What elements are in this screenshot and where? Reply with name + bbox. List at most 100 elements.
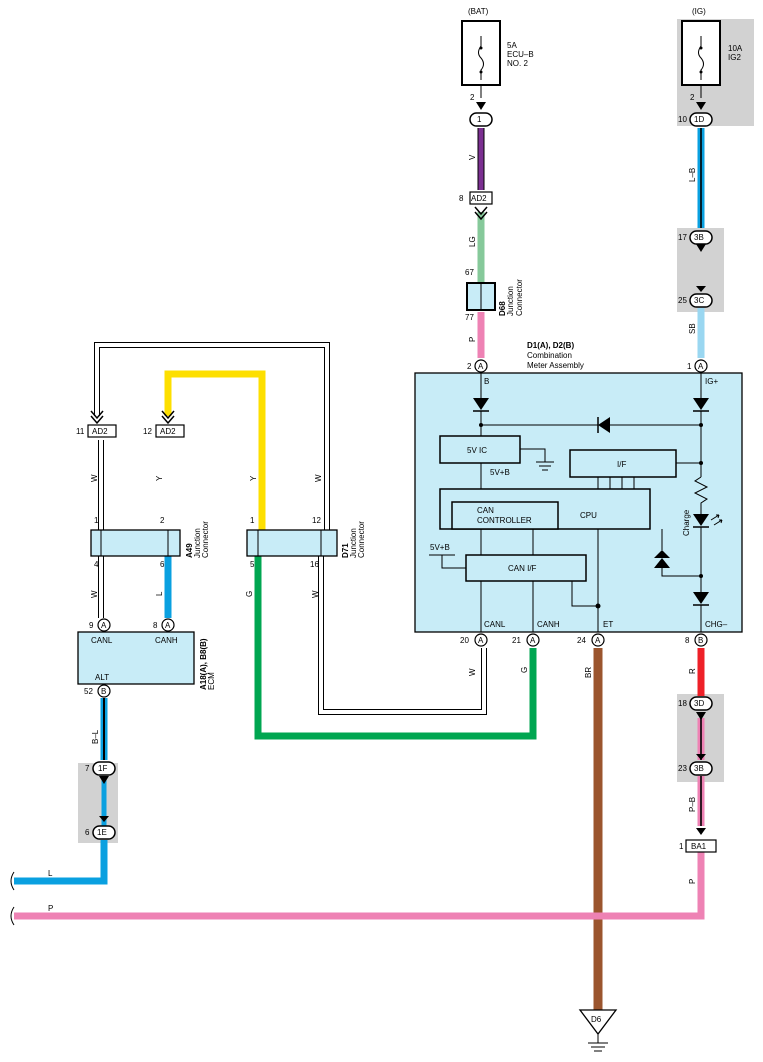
ecm-pin-canl: A — [97, 618, 111, 632]
connector-ad2-top-id: AD2 — [471, 194, 487, 203]
d71-pin-1: 1 — [250, 516, 255, 525]
connector-ad2-left1-pin: 11 — [76, 427, 85, 436]
svg-text:A: A — [530, 636, 536, 645]
d68-id: D68 — [498, 301, 507, 316]
meter-can-controller-1: CAN — [477, 506, 494, 515]
ground-d6 — [578, 1009, 618, 1052]
meter-pin-chg-number: 8 — [685, 636, 690, 645]
meter-pin-et: A — [591, 633, 605, 647]
meter-internal-circuit — [429, 372, 723, 632]
svg-text:B: B — [101, 687, 106, 696]
d71-name2: Connector — [357, 521, 366, 558]
wire-label-y-1: Y — [155, 475, 164, 481]
a49-id: A49 — [185, 543, 194, 558]
meter-title: D1(A), D2(B) — [527, 341, 574, 350]
wire-label-lb: L–B — [688, 168, 697, 182]
wire-label-w-3: W — [90, 590, 99, 598]
meter-pin-canh: A — [526, 633, 540, 647]
connector-1d-pin: 10 — [678, 115, 687, 124]
wire-break-l — [10, 871, 15, 891]
fuse-ig-rating: 10A — [728, 44, 743, 53]
connector-3c-id: 3C — [694, 296, 704, 305]
wire-label-r: R — [688, 668, 697, 674]
svg-text:A: A — [698, 362, 704, 371]
d68-name2: Connector — [515, 279, 524, 316]
wire-label-w-1: W — [90, 474, 99, 482]
d71-pin-5: 5 — [250, 560, 255, 569]
ecm-pin-canl-number: 9 — [89, 621, 94, 630]
connector-ad2-top — [469, 191, 493, 205]
connector-1f-id: 1F — [98, 764, 107, 773]
connector-3d — [689, 696, 713, 711]
wire-label-g-2: G — [520, 667, 529, 673]
wire-label-w-4: W — [311, 590, 320, 598]
meter-pin-igplus-label: IG+ — [705, 377, 718, 386]
ecm-pin-canh-number: 8 — [153, 621, 158, 630]
wire-label-w-5: W — [468, 668, 477, 676]
wire-label-p-top: P — [468, 337, 477, 342]
meter-pin-chg: B — [694, 633, 708, 647]
connector-1e — [92, 825, 116, 840]
meter-pin-igplus-number: 1 — [687, 362, 692, 371]
oval-connector-1 — [469, 112, 493, 127]
svg-text:A: A — [165, 621, 171, 630]
d68-pin-out: 77 — [465, 313, 474, 322]
meter-name1: Combination — [527, 351, 572, 360]
meter-pin-et-number: 24 — [577, 636, 586, 645]
wire-w-left — [94, 342, 330, 530]
wire-p-bottom — [14, 852, 705, 920]
meter-name2: Meter Assembly — [527, 361, 584, 370]
d68-name1: Junction — [506, 286, 515, 316]
connector-ad2-left2-pin: 12 — [143, 427, 152, 436]
svg-text:A: A — [595, 636, 601, 645]
meter-pin-b: A — [474, 359, 488, 373]
connector-3d-pin: 18 — [678, 699, 687, 708]
wire-label-lg: LG — [468, 236, 477, 247]
connector-3c-pin: 25 — [678, 296, 687, 305]
connector-ad2-left2-id: AD2 — [160, 427, 176, 436]
d71-pin-12: 12 — [312, 516, 321, 525]
wire-w-d71 — [318, 556, 487, 715]
d68-pin-in: 67 — [465, 268, 474, 277]
connector-ad2-left1-id: AD2 — [92, 427, 108, 436]
a49-name1: Junction — [193, 528, 202, 558]
meter-5v-ic-out: 5V+B — [490, 468, 510, 477]
wire-label-sb: SB — [688, 323, 697, 334]
fuse-ig — [681, 20, 721, 98]
ecm-pin-alt-label: ALT — [95, 673, 109, 682]
d71-pin-16: 16 — [310, 560, 319, 569]
connector-3b-top-pin: 17 — [678, 233, 687, 242]
meter-can-if: CAN I/F — [508, 564, 537, 573]
ecm-pin-canl-label: CANL — [91, 636, 113, 645]
meter-can-controller-2: CONTROLLER — [477, 516, 532, 525]
ecm-pin-canh-label: CANH — [155, 636, 178, 645]
fuse-ig-pin: 2 — [690, 93, 695, 102]
connector-3d-id: 3D — [694, 699, 704, 708]
svg-text:B: B — [698, 636, 703, 645]
a49-pin-1: 1 — [94, 516, 99, 525]
connector-3b-bottom-id: 3B — [694, 764, 704, 773]
connector-1e-id: 1E — [97, 828, 107, 837]
meter-if: I/F — [617, 460, 626, 469]
wire-break-p — [10, 906, 15, 926]
wire-label-y-2: Y — [249, 475, 258, 481]
ecm-box — [77, 631, 195, 685]
connector-3b-top-id: 3B — [694, 233, 704, 242]
connector-1f — [92, 761, 116, 776]
meter-charge-label: Charge — [682, 509, 691, 536]
a49-name2: Connector — [201, 521, 210, 558]
wire-label-l-1: L — [155, 591, 164, 596]
connector-1f-pin: 7 — [85, 764, 90, 773]
oval-connector-1-pin: 1 — [477, 115, 482, 124]
meter-pin-canl-number: 20 — [460, 636, 469, 645]
d71-name1: Junction — [349, 528, 358, 558]
a49-pin-4: 4 — [94, 560, 99, 569]
connector-ad2-top-pin: 8 — [459, 194, 464, 203]
wire-label-w-2: W — [314, 474, 323, 482]
ecm-name: ECM — [207, 672, 216, 690]
meter-cpu: CPU — [580, 511, 597, 520]
wire-label-pb: P–B — [688, 797, 697, 812]
connector-ba1 — [685, 839, 717, 853]
meter-pin-b-label: B — [484, 377, 489, 386]
wire-l-bottom — [14, 840, 108, 885]
